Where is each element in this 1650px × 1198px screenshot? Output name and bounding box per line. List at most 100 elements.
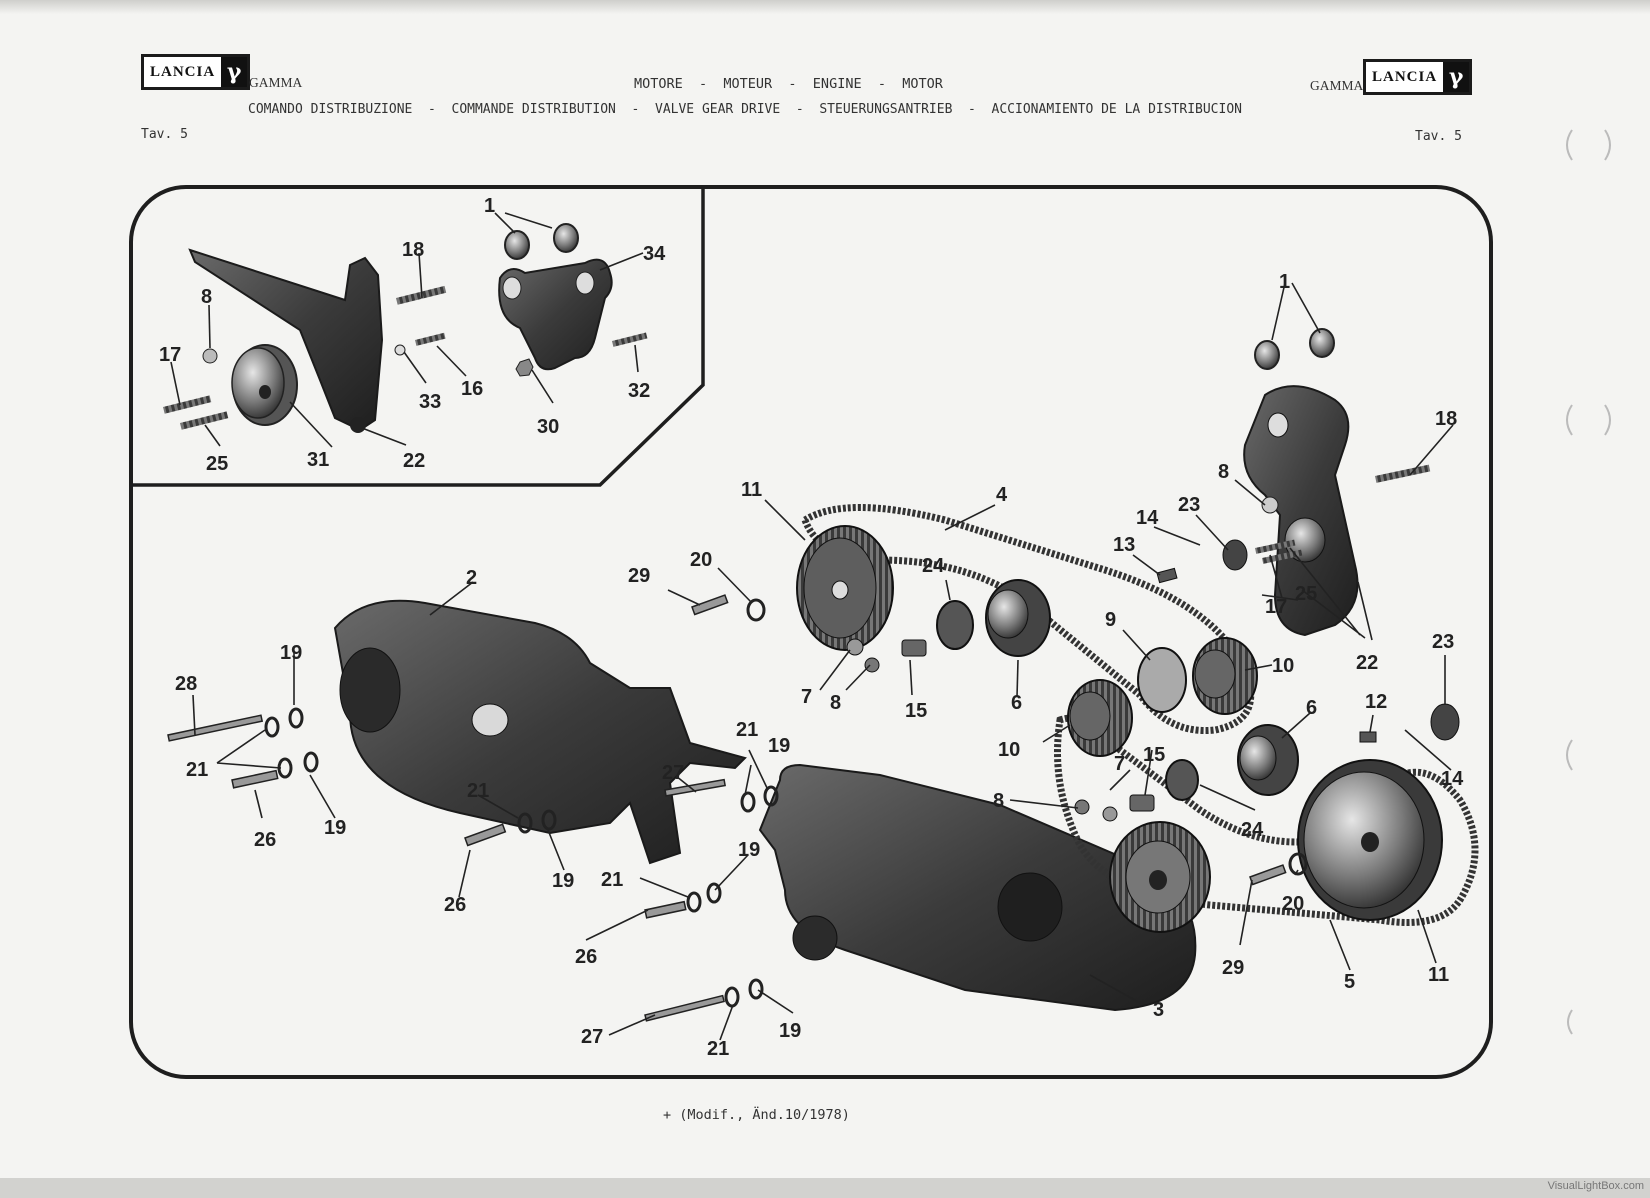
callout-8-lower: 8 xyxy=(993,790,1004,812)
table-number-left: Tav. 5 xyxy=(141,127,188,142)
timing-belt-lower xyxy=(1054,714,1479,926)
leader-lines xyxy=(170,212,1454,1041)
callout-30: 30 xyxy=(537,416,559,438)
callout-11-upper: 11 xyxy=(741,479,762,501)
small-hardware xyxy=(167,464,1460,1022)
front-timing-cover xyxy=(758,763,1197,1012)
scan-top-edge xyxy=(0,0,1650,14)
spacer-24-lower xyxy=(1165,759,1199,801)
modification-note: + (Modif., Änd.10/1978) xyxy=(663,1107,850,1123)
callout-1-inset: 1 xyxy=(484,195,495,217)
gamma-glyph-left: γ xyxy=(221,57,248,87)
callout-10-upper: 10 xyxy=(1272,655,1294,677)
group-title: MOTORE - MOTEUR - ENGINE - MOTOR xyxy=(634,76,943,92)
callout-14-lower: 14 xyxy=(1441,768,1464,790)
lancia-logo-left: LANCIA γ xyxy=(141,54,251,90)
belt-tensioner-lower xyxy=(1237,724,1299,796)
callout-1: 1 xyxy=(1279,271,1290,293)
diagram-frame xyxy=(129,185,1493,1079)
callout-27-upper: 27 xyxy=(662,762,684,784)
callout-18: 18 xyxy=(1435,408,1457,430)
callout-4: 4 xyxy=(996,484,1008,506)
callout-19-b: 19 xyxy=(324,817,346,839)
callout-6-lower: 6 xyxy=(1306,697,1317,719)
brand-text-right: LANCIA xyxy=(1372,68,1438,85)
callout-28: 28 xyxy=(175,673,197,695)
inset-rubber-bushes xyxy=(504,223,579,260)
callout-19-f: 19 xyxy=(779,1020,801,1042)
callout-6-upper: 6 xyxy=(1011,692,1022,714)
callout-19-a: 19 xyxy=(280,642,302,664)
callout-25: 25 xyxy=(1295,583,1317,605)
callout-15-upper: 15 xyxy=(905,700,927,722)
callout-5: 5 xyxy=(1344,971,1355,993)
spacer-24-upper xyxy=(936,600,974,650)
callout-24-upper: 24 xyxy=(922,555,945,577)
camshaft-pulley-upper xyxy=(796,525,894,651)
callout-21-b: 21 xyxy=(467,780,489,802)
callout-27-lower: 27 xyxy=(581,1026,603,1048)
scan-bottom-edge xyxy=(0,1178,1650,1198)
callout-15-lower: 15 xyxy=(1143,744,1165,766)
callout-18-inset: 18 xyxy=(402,239,424,261)
callout-13: 13 xyxy=(1113,534,1135,556)
callout-34: 34 xyxy=(643,243,666,265)
callout-26-b: 26 xyxy=(444,894,466,916)
binder-hole-mark xyxy=(1566,129,1611,161)
crankshaft-pulley xyxy=(1109,821,1211,933)
brand-text-left: LANCIA xyxy=(150,63,216,80)
idler-pulley-lower xyxy=(1067,679,1133,757)
engine-mount-bracket xyxy=(1243,385,1359,637)
binder-hole-mark xyxy=(1566,739,1573,771)
callout-11-lower: 11 xyxy=(1428,964,1449,986)
callout-33: 33 xyxy=(419,391,441,413)
callout-7-lower: 7 xyxy=(1114,753,1125,775)
callout-12: 12 xyxy=(1365,691,1387,713)
callout-19-d: 19 xyxy=(768,735,790,757)
idler-pulley-upper xyxy=(1192,637,1258,715)
callout-16: 16 xyxy=(461,378,483,400)
callout-17-inset: 17 xyxy=(159,344,181,366)
binder-hole-mark xyxy=(1567,1009,1573,1035)
inset-engine-mount xyxy=(498,258,613,371)
callout-20-upper: 20 xyxy=(690,549,712,571)
callout-21-d: 21 xyxy=(601,869,623,891)
inset-pulley xyxy=(231,344,298,426)
callout-24-lower: 24 xyxy=(1241,819,1264,841)
callout-29-lower: 29 xyxy=(1222,957,1244,979)
model-name-left: GAMMA xyxy=(249,75,303,90)
binder-hole-mark xyxy=(1566,404,1611,436)
callout-23-upper: 23 xyxy=(1178,494,1200,516)
callout-8-center: 8 xyxy=(830,692,841,714)
callout-21-e: 21 xyxy=(707,1038,729,1060)
callout-23-lower: 23 xyxy=(1432,631,1454,653)
belt-tensioner-upper xyxy=(985,579,1051,657)
callout-17: 17 xyxy=(1265,596,1287,618)
callout-14-upper: 14 xyxy=(1136,507,1159,529)
callout-21-c: 21 xyxy=(736,719,758,741)
callout-20-lower: 20 xyxy=(1282,893,1304,915)
callout-29-upper: 29 xyxy=(628,565,650,587)
gamma-glyph-right: γ xyxy=(1443,62,1470,92)
callout-26-c: 26 xyxy=(575,946,597,968)
callout-21-a: 21 xyxy=(186,759,208,781)
callout-2: 2 xyxy=(466,567,477,589)
callout-26-a: 26 xyxy=(254,829,276,851)
callout-19-e: 19 xyxy=(738,839,760,861)
rear-timing-cover xyxy=(333,599,747,865)
lancia-logo-right: LANCIA γ xyxy=(1363,59,1473,95)
callout-8-upper: 8 xyxy=(1218,461,1229,483)
timing-belt-upper xyxy=(800,504,1255,735)
callout-22-inset: 22 xyxy=(403,450,425,472)
table-number-right: Tav. 5 xyxy=(1415,129,1462,144)
page-subtitle: COMANDO DISTRIBUZIONE - COMMANDE DISTRIB… xyxy=(248,102,1242,117)
callout-7-upper: 7 xyxy=(801,686,812,708)
callout-22: 22 xyxy=(1356,652,1378,674)
engine-mount-bushes xyxy=(1254,328,1335,370)
callout-25-inset: 25 xyxy=(206,453,228,475)
callout-3: 3 xyxy=(1153,999,1164,1021)
callout-32: 32 xyxy=(628,380,650,402)
callout-19-c: 19 xyxy=(552,870,574,892)
